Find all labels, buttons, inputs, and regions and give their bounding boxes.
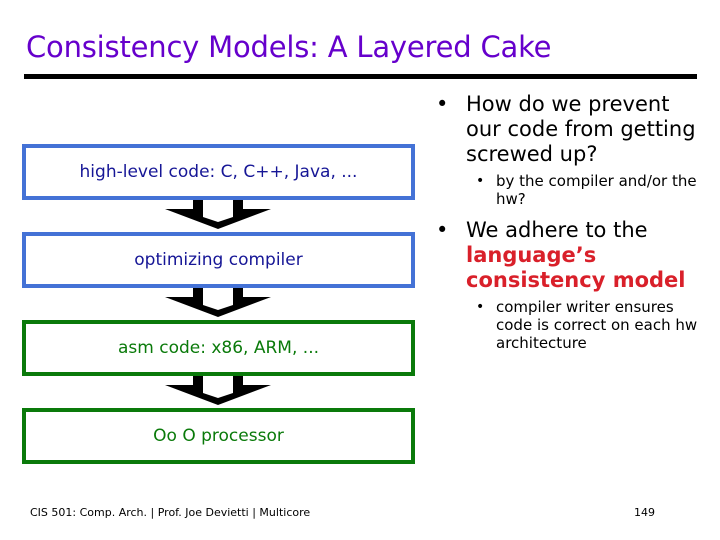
diagram-box-label: high-level code: C, C++, Java, ... xyxy=(79,162,358,182)
bullet-text: compiler writer ensures code is correct … xyxy=(496,298,698,352)
bullet-marker-icon: • xyxy=(436,92,449,116)
down-arrow-icon xyxy=(163,376,273,406)
bullet-text: by the compiler and/or the hw? xyxy=(496,172,697,208)
bullet-marker-icon: • xyxy=(436,218,449,242)
down-arrow-icon xyxy=(163,288,273,318)
bullet-item-prevent: • How do we prevent our code from gettin… xyxy=(430,92,708,167)
diagram-box-label: Oo O processor xyxy=(153,426,284,446)
diagram-box-label: asm code: x86, ARM, ... xyxy=(118,338,319,358)
down-arrow-icon xyxy=(163,200,273,230)
diagram-box-asm-code[interactable]: asm code: x86, ARM, ... xyxy=(22,320,415,376)
footer-page-number: 149 xyxy=(634,506,655,519)
bullet-item-compiler-writer: • compiler writer ensures code is correc… xyxy=(430,298,708,352)
diagram-box-label: optimizing compiler xyxy=(134,250,303,270)
layered-cake-diagram: high-level code: C, C++, Java, ... optim… xyxy=(22,144,415,464)
bullet-list: • How do we prevent our code from gettin… xyxy=(430,92,708,358)
title-divider xyxy=(24,74,697,79)
diagram-box-ooo-processor[interactable]: Oo O processor xyxy=(22,408,415,464)
footer-credits: CIS 501: Comp. Arch. | Prof. Joe Deviett… xyxy=(30,506,311,519)
page-title: Consistency Models: A Layered Cake xyxy=(26,30,552,64)
bullet-text: We adhere to the xyxy=(466,218,648,242)
slide-footer: CIS 501: Comp. Arch. | Prof. Joe Deviett… xyxy=(0,505,720,529)
bullet-marker-icon: • xyxy=(476,173,485,189)
bullet-item-we-adhere: • We adhere to the language’s consistenc… xyxy=(430,218,708,293)
diagram-box-high-level-code[interactable]: high-level code: C, C++, Java, ... xyxy=(22,144,415,200)
bullet-text: How do we prevent our code from getting … xyxy=(466,92,696,166)
bullet-text-accent: language’s consistency model xyxy=(466,243,686,292)
diagram-box-optimizing-compiler[interactable]: optimizing compiler xyxy=(22,232,415,288)
bullet-marker-icon: • xyxy=(476,299,485,315)
bullet-item-by-the-compiler: • by the compiler and/or the hw? xyxy=(430,172,708,208)
